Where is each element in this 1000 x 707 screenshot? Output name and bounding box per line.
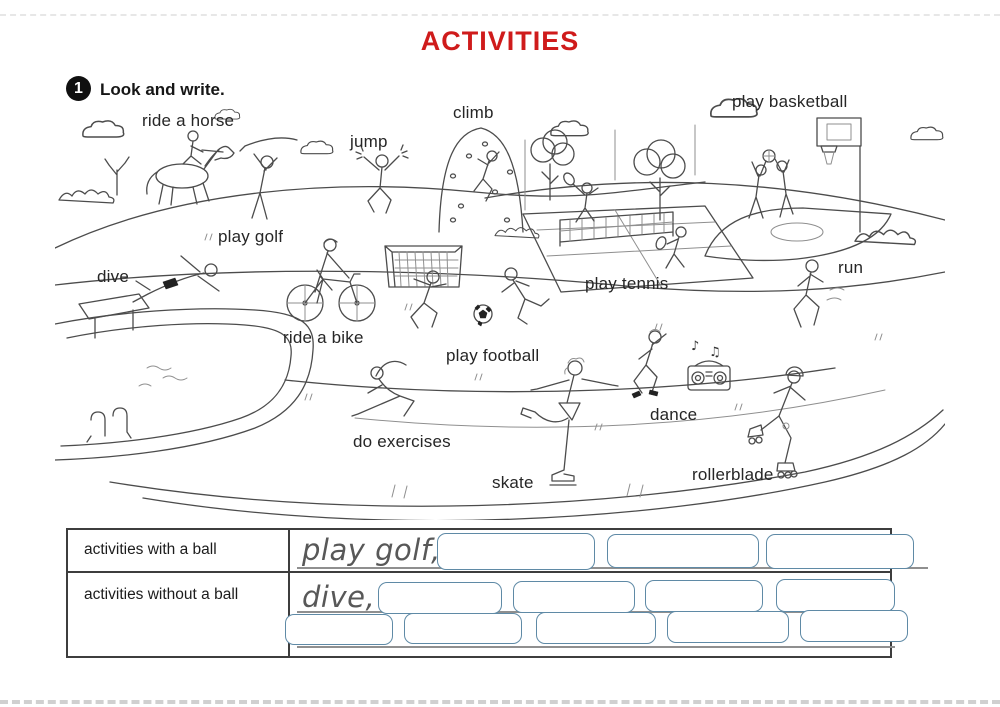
answer-input-without-ball-2[interactable]: [513, 581, 635, 613]
basketball-backboard-icon: [816, 117, 862, 147]
label-dance: dance: [650, 405, 698, 424]
jumping-figure: [355, 144, 409, 214]
cyclist-figure: [286, 238, 376, 322]
swimming-pool: [55, 293, 314, 461]
page-bottom-dashed-edge: [0, 700, 1000, 704]
tennis-player-figure: [563, 172, 599, 223]
answer-input-with-ball-1[interactable]: [437, 533, 595, 570]
football-icon: [473, 304, 493, 327]
label-skate: skate: [492, 473, 534, 492]
instruction-text: Look and write.: [100, 80, 225, 99]
label-play-basketball: play basketball: [732, 92, 848, 111]
label-do-exercises: do exercises: [353, 432, 451, 451]
label-play-football: play football: [446, 346, 540, 365]
horse-rider-figure: [146, 130, 235, 206]
prefilled-answer-dive: dive,: [302, 580, 376, 614]
answer-input-without-ball-3[interactable]: [645, 580, 763, 612]
answer-input-without-ball-4[interactable]: [776, 579, 895, 612]
golfer-figure: [239, 137, 298, 220]
answer-input-without-ball-1[interactable]: [378, 582, 502, 614]
label-ride-a-horse: ride a horse: [142, 111, 235, 130]
exercising-figure: [351, 360, 415, 417]
answer-input-without-ball-6[interactable]: [404, 613, 522, 644]
football-goal-icon: [384, 245, 463, 288]
diver-figure: [132, 255, 220, 303]
page-top-dashed-edge: [0, 14, 1000, 16]
answer-input-without-ball-7[interactable]: [536, 612, 656, 644]
basketball-player-figure: [748, 149, 776, 219]
page-title: ACTIVITIES: [420, 26, 580, 56]
tennis-player-figure: [655, 226, 687, 269]
trees-icon: [104, 129, 686, 221]
football-player-figure: [501, 267, 550, 325]
answer-input-without-ball-5[interactable]: [285, 614, 393, 645]
basketball-player-figure: [774, 158, 794, 218]
boombox-icon: ♪ ♫: [687, 339, 731, 391]
runner-figure: [793, 259, 845, 328]
skater-figure: [520, 357, 619, 486]
climber-figure: [486, 150, 498, 162]
label-run: run: [838, 258, 864, 277]
tennis-net-icon: [559, 211, 674, 247]
diving-board-icon: [78, 293, 150, 339]
exercise-number-badge: 1: [66, 76, 91, 101]
label-rollerblade: rollerblade: [692, 465, 774, 484]
label-dive: dive: [97, 267, 129, 286]
activities-scene: ♪ ♫ ride a ho: [55, 80, 945, 520]
table-row-divider: [68, 571, 890, 573]
label-ride-a-bike: ride a bike: [283, 328, 364, 347]
music-note-icon: ♫: [709, 345, 721, 360]
label-play-golf: play golf: [218, 227, 284, 246]
basketball-court: [704, 117, 892, 262]
climbing-wall: [438, 127, 524, 233]
table-column-divider: [288, 530, 290, 656]
music-note-icon: ♪: [691, 339, 699, 354]
label-climb: climb: [453, 103, 494, 122]
tennis-court: [522, 124, 754, 293]
hills-ground-lines: [55, 181, 945, 520]
answer-input-with-ball-3[interactable]: [766, 534, 914, 569]
label-play-tennis: play tennis: [585, 274, 669, 293]
row-header-with-ball: activities with a ball: [84, 541, 217, 558]
row-header-without-ball: activities without a ball: [84, 586, 239, 603]
answer-input-with-ball-2[interactable]: [607, 534, 759, 568]
scene-illustration: ♪ ♫: [55, 97, 945, 520]
pool-ladder-icon: [86, 407, 132, 443]
answer-input-without-ball-8[interactable]: [667, 611, 789, 643]
label-jump: jump: [350, 132, 388, 151]
rollerblader-figure: [747, 366, 806, 479]
writing-line: [297, 567, 928, 569]
football-player-figure: [410, 270, 447, 329]
dancer-figure: [631, 329, 667, 399]
writing-line: [297, 646, 895, 648]
answer-input-without-ball-9[interactable]: [800, 610, 908, 642]
prefilled-answer-play-golf: play golf,: [302, 533, 441, 567]
